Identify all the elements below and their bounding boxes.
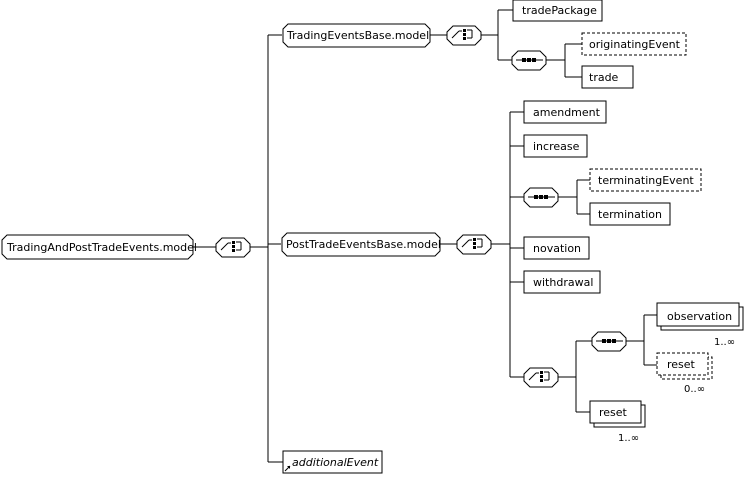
reset-cardinality: 1..∞ [618,433,639,444]
choice-compositor-posttrade[interactable] [456,234,492,255]
amendment-label: amendment [533,106,601,119]
sequence-icon [516,58,543,62]
terminating-event-label: terminatingEvent [598,174,694,187]
element-additional-event[interactable]: additionalEvent [282,450,383,474]
trading-group-label: TradingEventsBase.model [286,29,429,42]
element-amendment[interactable]: amendment [523,100,607,124]
sequence-compositor-trading[interactable] [511,50,547,71]
originating-event-label: originatingEvent [589,38,681,51]
element-terminating-event[interactable]: terminatingEvent [589,168,702,192]
element-withdrawal[interactable]: withdrawal [523,270,601,294]
element-reset-optional[interactable]: reset 0..∞ [656,352,713,395]
choice-compositor-trading[interactable] [446,25,482,46]
element-originating-event[interactable]: originatingEvent [581,32,687,56]
reset-optional-label: reset [667,358,696,371]
element-trade[interactable]: trade [581,65,634,89]
root-group-label: TradingAndPostTradeEvents.model [6,241,197,254]
sequence-compositor-posttrade[interactable] [523,187,559,208]
trade-label: trade [589,71,619,84]
group-root[interactable]: TradingAndPostTradeEvents.model [1,234,197,260]
observation-label: observation [667,310,732,323]
group-trading-events-base[interactable]: TradingEventsBase.model [282,23,431,48]
reset-label: reset [599,406,628,419]
posttrade-group-label: PostTradeEventsBase.model [286,238,441,251]
choice-icon [528,371,550,382]
sequence-icon [528,195,555,199]
choice-icon [220,241,242,252]
element-trade-package[interactable]: tradePackage [512,0,603,22]
increase-label: increase [533,140,580,153]
sequence-icon [596,339,623,343]
element-increase[interactable]: increase [523,134,588,158]
reference-arrow-icon [284,465,291,472]
group-post-trade-events-base[interactable]: PostTradeEventsBase.model [281,232,441,257]
withdrawal-label: withdrawal [533,276,593,289]
trade-package-label: tradePackage [522,4,597,17]
choice-compositor-root[interactable] [215,237,251,258]
element-novation[interactable]: novation [523,236,590,260]
element-reset[interactable]: reset 1..∞ [589,400,646,444]
additional-event-label: additionalEvent [292,456,379,469]
observation-cardinality: 1..∞ [714,337,735,348]
choice-compositor-nested[interactable] [523,367,559,388]
reset-optional-cardinality: 0..∞ [684,384,705,395]
connectors [193,9,657,463]
novation-label: novation [533,242,581,255]
element-observation[interactable]: observation 1..∞ [656,302,744,348]
element-termination[interactable]: termination [589,202,671,226]
choice-icon [461,238,483,249]
termination-label: termination [598,208,662,221]
sequence-compositor-nested[interactable] [591,331,627,352]
choice-icon [451,29,473,40]
